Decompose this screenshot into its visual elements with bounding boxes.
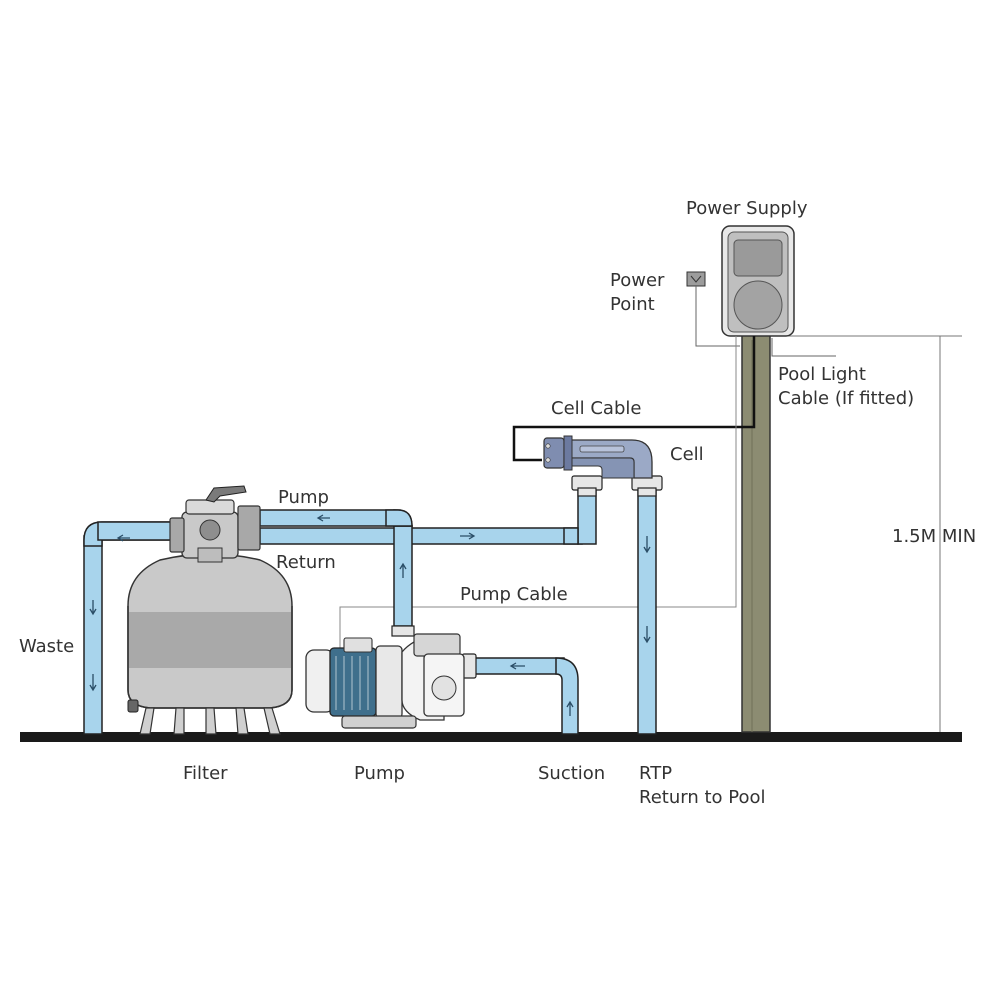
pool-pump: [305, 633, 465, 729]
label-height: 1.5M MIN: [892, 526, 976, 547]
label-pool-light-line2: Cable (If fitted): [778, 388, 914, 409]
label-pump-cable: Pump Cable: [460, 584, 568, 605]
support-post: [741, 333, 771, 733]
power-point-icon: [686, 271, 706, 287]
label-suction: Suction: [538, 763, 605, 784]
sand-filter: [127, 485, 293, 735]
pipework: [83, 487, 657, 735]
waste-pipe: [83, 535, 103, 735]
label-cell-cable: Cell Cable: [551, 398, 641, 419]
height-dimension: [770, 335, 962, 732]
label-waste: Waste: [19, 636, 74, 657]
chlorinator-cell: [543, 435, 653, 479]
label-power-point-line2: Point: [610, 294, 655, 315]
label-return: Return: [276, 552, 336, 573]
label-return-to-pool: Return to Pool: [639, 787, 765, 808]
pipe-fittings: [391, 475, 663, 679]
power-point-cable: [695, 286, 740, 347]
label-pump-line: Pump: [278, 487, 329, 508]
label-filter: Filter: [183, 763, 228, 784]
cell-cable: [512, 336, 756, 462]
label-cell: Cell: [670, 444, 704, 465]
pump-cable: [339, 336, 737, 648]
label-pump: Pump: [354, 763, 405, 784]
label-power-point-line1: Power: [610, 270, 665, 291]
pool-light-cable: [771, 338, 836, 357]
label-pool-light-line1: Pool Light: [778, 364, 866, 385]
power-supply-unit: [721, 225, 795, 337]
flow-arrows: [89, 514, 651, 716]
return-to-pool-pipe: [637, 489, 657, 735]
label-rtp: RTP: [639, 763, 672, 784]
ground-line: [20, 732, 962, 742]
label-power-supply: Power Supply: [686, 198, 808, 219]
return-pipe: [259, 527, 583, 545]
